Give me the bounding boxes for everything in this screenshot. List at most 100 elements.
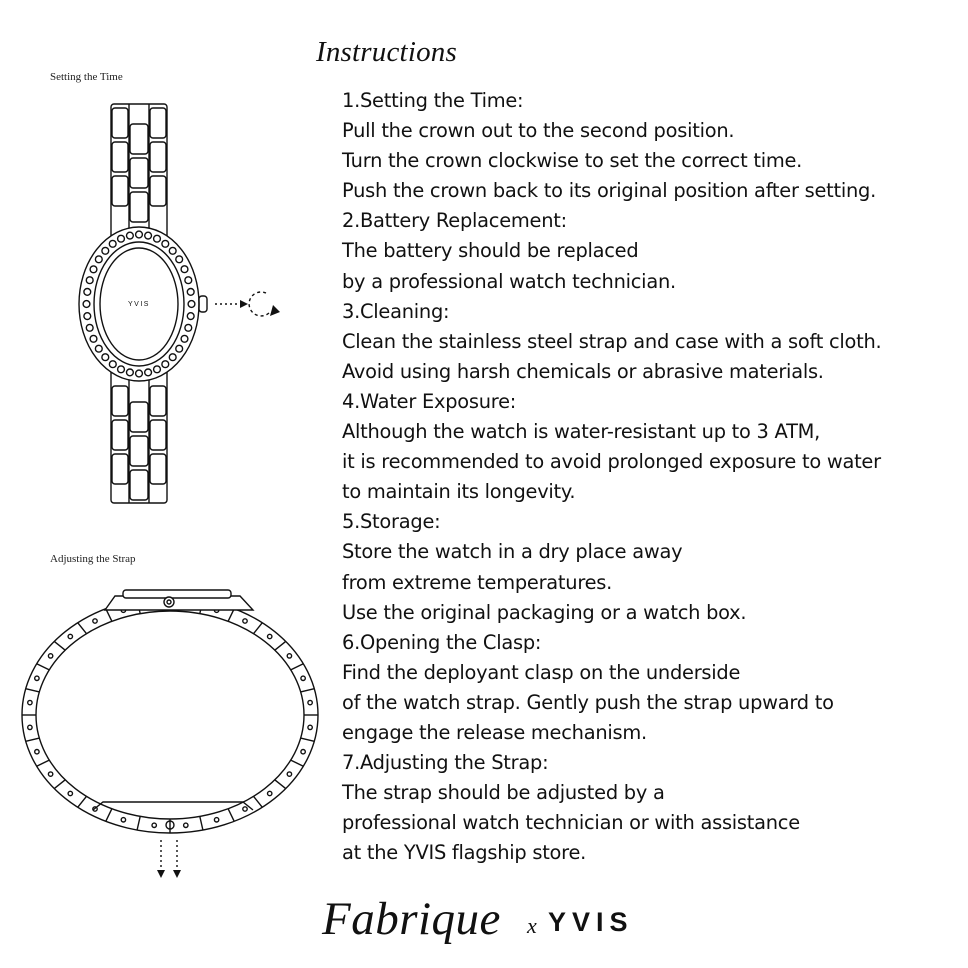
bezel-diamond [152, 234, 162, 243]
instruction-line: engage the release mechanism. [342, 720, 647, 744]
bracelet-pin [26, 724, 33, 731]
bezel-diamond [187, 299, 196, 309]
instruction-line: Turn the crown clockwise to set the corr… [342, 149, 803, 173]
bracelet-link [290, 759, 304, 767]
bezel-diamond [101, 353, 110, 362]
instruction-line: at the YVIS flagship store. [342, 841, 587, 865]
setting-time-figure-label: Setting the Time [50, 71, 123, 83]
instruction-line: Store the watch in a dry place away [342, 540, 683, 564]
bezel-diamond [186, 287, 195, 297]
instruction-heading: 7.Adjusting the Strap: [342, 751, 549, 775]
bracelet-link [252, 795, 263, 808]
instruction-line: of the watch strap. Gently push the stra… [342, 690, 834, 714]
bracelet-link [300, 737, 315, 742]
dial-logo: YVIS [128, 301, 150, 308]
bracelet-link [77, 795, 88, 808]
bracelet-pin [151, 822, 158, 829]
bracelet-side-illustration [21, 589, 319, 878]
bracelet-pin [266, 633, 273, 640]
bracelet-pin [47, 653, 54, 659]
instruction-heading: 1.Setting the Time: [342, 89, 524, 112]
bracelet-link [53, 779, 66, 790]
watch-front-illustration: YVIS [78, 103, 280, 504]
bracelet-link-dividers [22, 597, 318, 833]
watch-head [103, 595, 255, 611]
bracelet-link [136, 816, 141, 831]
instruction-heading: 6.Opening the Clasp: [342, 630, 542, 654]
bezel-diamond [116, 365, 126, 374]
instruction-line: from extreme temperatures. [342, 570, 613, 594]
bracelet-pin [67, 633, 74, 640]
bracelet-pin [47, 771, 54, 778]
bracelet-pin [286, 771, 293, 778]
bracelet-pin [92, 618, 98, 624]
instruction-line: Find the deployant clasp on the undersid… [342, 660, 741, 684]
bezel-diamond [108, 360, 117, 369]
instruction-line: Clean the stainless steel strap and case… [342, 329, 882, 353]
bezel-diamond [89, 334, 98, 343]
bezel-diamond [94, 255, 103, 264]
bracelet-link [36, 759, 50, 767]
instruction-heading: 4.Water Exposure: [342, 389, 517, 413]
bracelet-pin [307, 699, 313, 706]
bezel-diamond [180, 334, 189, 343]
lower-bracelet [110, 367, 168, 504]
instruction-line: professional watch technician or with as… [342, 811, 800, 835]
bezel-diamond [89, 265, 98, 274]
bezel-diamond [184, 276, 193, 285]
instruction-line: Avoid using harsh chemicals or abrasive … [342, 359, 824, 383]
instruction-line: The battery should be replaced [342, 239, 639, 263]
bracelet-link [227, 808, 235, 822]
bracelet-link [274, 640, 287, 651]
bezel-diamond [175, 344, 184, 353]
bracelet-pin [92, 806, 98, 812]
bracelet-outer [21, 596, 319, 834]
bezel-diamond [94, 344, 103, 353]
footer-branding: Fabrique x YVIS [322, 892, 662, 952]
bezel-diamond [175, 255, 184, 264]
bracelet-pin [182, 822, 189, 829]
bracelet-pin [242, 806, 248, 812]
bezel-diamonds [82, 230, 196, 378]
bezel-diamond [180, 265, 189, 274]
bracelet-pin [120, 816, 127, 823]
bracelet-link [300, 688, 315, 693]
bezel-diamond [168, 353, 177, 362]
instruction-line: Although the watch is water-resistant up… [342, 420, 821, 444]
bezel-diamond [125, 231, 135, 240]
bracelet-pin [67, 790, 74, 797]
bracelet-link [274, 779, 287, 790]
rotate-clockwise-icon [248, 291, 271, 317]
bracelet-pin [26, 699, 33, 706]
bracelet-pin [33, 748, 40, 755]
arrow-down-icon [173, 870, 181, 878]
bezel-diamond [168, 246, 177, 255]
instruction-line: to maintain its longevity. [342, 480, 576, 504]
bezel-diamond [143, 368, 153, 377]
bezel-diamond [116, 234, 126, 243]
bracelet-link [290, 663, 304, 671]
instruction-heading: 5.Storage: [342, 510, 441, 534]
bracelet-pin [307, 724, 313, 731]
bracelet-pin [300, 675, 306, 682]
bezel-diamond [134, 230, 144, 239]
instruction-line: Use the original packaging or a watch bo… [342, 600, 747, 624]
bracelet-link [77, 622, 88, 635]
instruction-line: Push the crown back to its original posi… [342, 179, 876, 203]
bracelet-inner [35, 610, 305, 820]
bracelet-pin [242, 618, 248, 624]
bezel-diamond [161, 239, 170, 248]
bezel-diamond [184, 323, 193, 332]
bracelet-pin [33, 675, 40, 682]
bezel-diamond [108, 239, 117, 248]
bezel-diamond [152, 365, 162, 374]
bezel-diamond [134, 369, 144, 378]
instruction-line: it is recommended to avoid prolonged exp… [342, 450, 881, 474]
bezel-diamond [161, 360, 170, 369]
upper-bracelet [110, 103, 168, 240]
bracelet-link [105, 608, 113, 622]
yvis-logo: YVIS [548, 907, 634, 937]
bezel-diamond [101, 246, 110, 255]
bezel-diamond [125, 368, 135, 377]
bracelet-link [105, 808, 113, 822]
